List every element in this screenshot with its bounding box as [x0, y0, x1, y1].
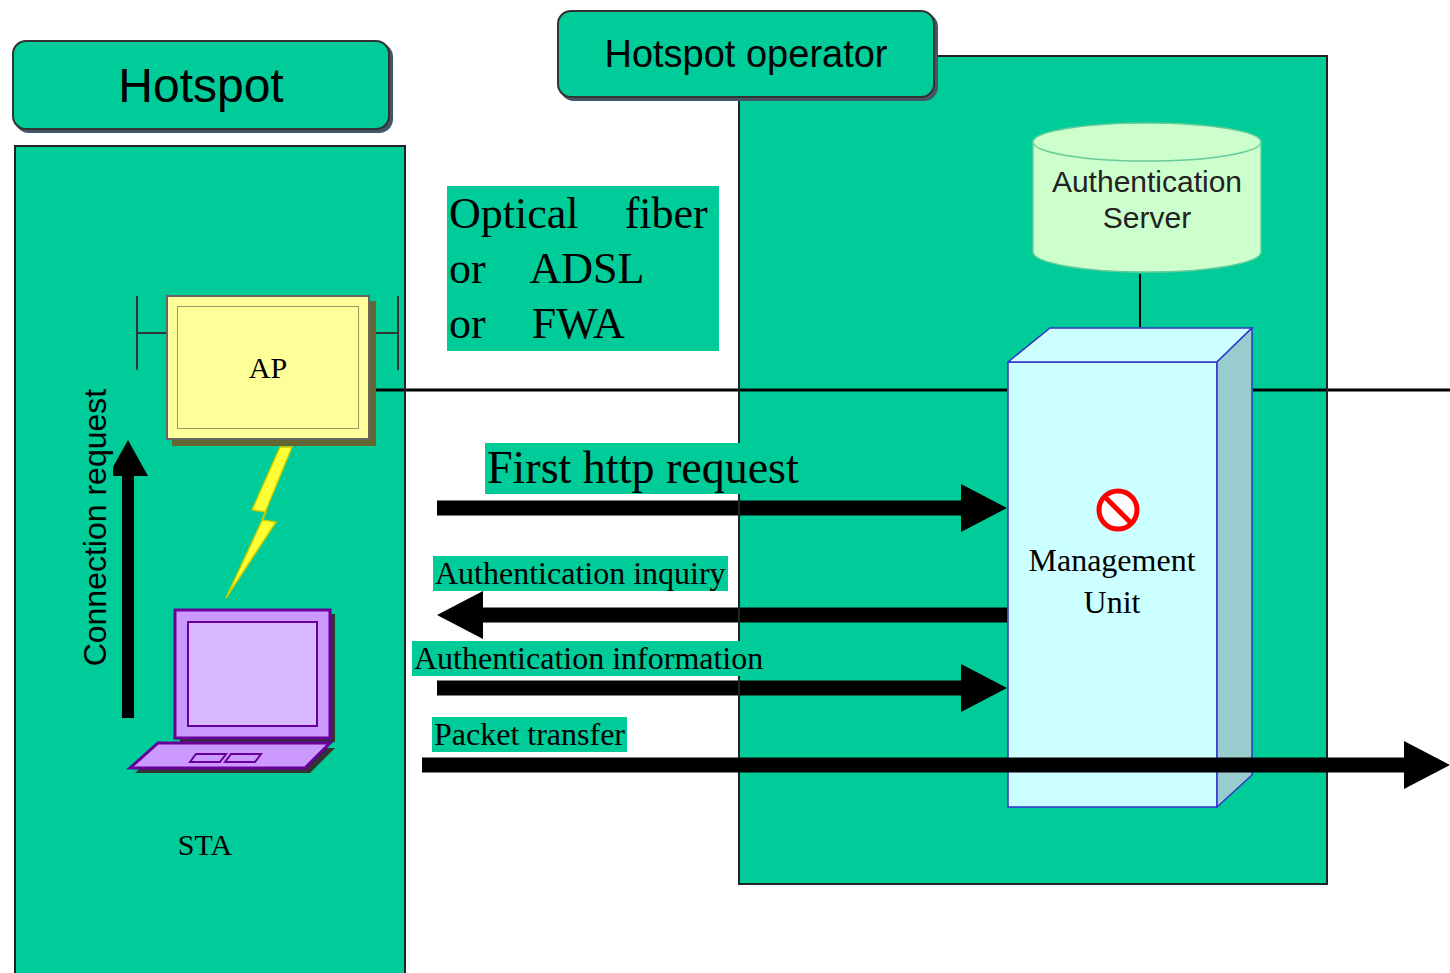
connector-arrow	[437, 484, 1007, 532]
prohibition-icon	[1099, 491, 1137, 529]
antenna-symbol	[397, 296, 399, 370]
laptop-base	[130, 743, 330, 768]
arrowhead	[108, 440, 148, 476]
arrowhead	[961, 484, 1007, 532]
laptop-shadow	[180, 614, 335, 742]
box-top	[1008, 328, 1252, 362]
connector-arrow	[1140, 274, 1141, 327]
connector-line	[482, 608, 1007, 623]
flow-label: Packet transfer	[432, 717, 627, 752]
server-cylinder: Authentication Server	[1032, 122, 1262, 274]
access-point-box: AP	[166, 295, 370, 440]
laptop-icon	[130, 608, 335, 774]
antenna-symbol	[137, 332, 166, 334]
laptop-icon	[130, 608, 335, 774]
edge-label: Authentication information	[412, 641, 765, 676]
edge-label: Optical fiber or ADSL or FWA	[447, 186, 719, 351]
cylinder-top	[1033, 123, 1261, 161]
management-unit-box: Management Unit	[1007, 327, 1253, 808]
edge-label: Authentication inquiry	[433, 556, 728, 591]
device-label: STA	[145, 828, 265, 862]
laptop-screen	[175, 610, 330, 738]
region-fill	[14, 145, 406, 973]
connector-line	[122, 475, 134, 718]
server-label: Authentication Server	[1037, 164, 1257, 236]
connector-line	[437, 681, 962, 696]
edge-label: Connection request	[78, 386, 113, 668]
connector-line	[437, 501, 962, 516]
packet-arrowhead	[1404, 741, 1450, 789]
box-side	[1217, 328, 1252, 807]
laptop-display	[188, 622, 317, 726]
region-fill	[738, 55, 1328, 885]
box-front	[1008, 362, 1217, 807]
unit-label: Management Unit	[1007, 540, 1217, 623]
connector-arrow	[437, 591, 1007, 639]
connector-arrow	[370, 390, 1007, 391]
region-panel: Hotspot operatorAuthentication ServerMan…	[738, 55, 1328, 885]
wireless-bolt	[226, 447, 292, 598]
edge-label: First http request	[485, 443, 801, 494]
connector-arrow	[108, 440, 148, 718]
region-panel: HotspotAPSTA	[14, 145, 406, 973]
region-heading-tab: Hotspot operator	[557, 10, 935, 98]
station-laptop: STA	[128, 480, 437, 870]
connector-line	[1139, 274, 1141, 327]
region-heading-tab: Hotspot	[12, 40, 390, 130]
prohibition-icon	[1105, 497, 1131, 523]
arrowhead	[961, 664, 1007, 712]
antenna-symbol	[136, 296, 138, 370]
antenna-symbol	[370, 332, 398, 334]
device-label: AP	[168, 297, 368, 438]
connector-arrow	[437, 664, 1007, 712]
laptop-key	[225, 754, 261, 762]
laptop-key	[190, 754, 226, 762]
arrowhead	[437, 591, 483, 639]
uplink-line	[1253, 389, 1450, 392]
packet-arrow	[422, 758, 1406, 773]
connector-line	[370, 389, 1007, 392]
